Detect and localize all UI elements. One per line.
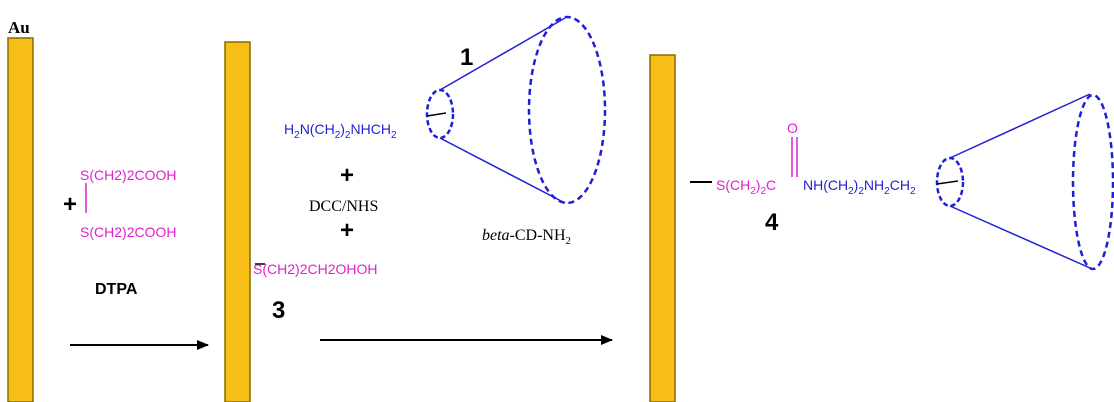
au-label: Au (8, 18, 30, 37)
beta-cd-1-upper-line (439, 17, 566, 91)
dtpa-plus: + (63, 191, 77, 218)
compound-4-label: 4 (765, 209, 779, 236)
beta-cd-1-small-rim (425, 88, 455, 140)
beta-cd-1-attachment (426, 112, 447, 117)
beta-cd-2-lower-line (949, 205, 1091, 269)
compound-3-label: 3 (272, 297, 285, 324)
reagent-plus-1: + (340, 162, 354, 189)
beta-cd-1-large-rim (527, 15, 607, 205)
reagent-plus-2: + (340, 217, 354, 244)
product-blue-formula: NH(CH2)2NH2CH2 (803, 177, 916, 197)
gold-electrode-2 (224, 41, 251, 402)
intermediate-formula: S(CH2)2CH2OHOH (253, 261, 378, 277)
carbonyl-oxygen: O (787, 120, 798, 136)
beta-cd-2-upper-line (949, 93, 1091, 159)
amine-formula: H2N(CH2)2NHCH2 (284, 121, 397, 141)
gold-electrode-3 (649, 54, 676, 402)
beta-cd-2-attachment (936, 180, 959, 185)
gold-electrode-1 (7, 37, 34, 402)
compound-1-label: 1 (460, 44, 473, 71)
product-magenta-formula: S(CH2)2C (716, 177, 776, 197)
reagent-dcc-nhs: DCC/NHS (309, 198, 378, 215)
dtpa-bottom-formula: S(CH2)2COOH (80, 224, 177, 240)
beta-cd-nh2-label: beta-CD-NH2 (482, 227, 571, 247)
beta-cd-1-lower-line (439, 137, 566, 204)
dtpa-label: DTPA (95, 281, 138, 298)
beta-cd-2-small-rim (935, 156, 965, 208)
dtpa-top-formula: S(CH2)2COOH (80, 167, 177, 183)
beta-cd-2-large-rim (1071, 93, 1114, 271)
